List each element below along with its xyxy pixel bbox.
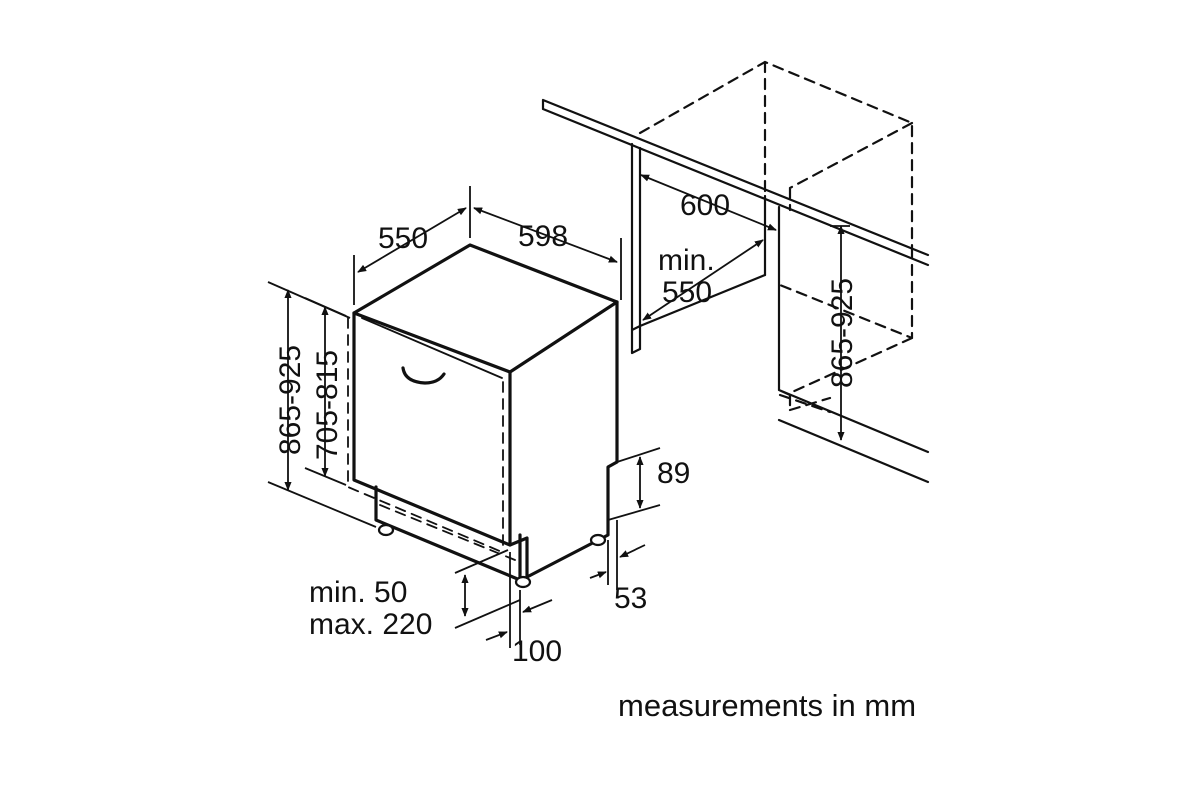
cabinet-below-outline [778,246,914,414]
niche-left-panel [630,142,642,355]
ext-plinth-bottom [607,504,661,521]
door-top-inner [361,317,503,379]
label-niche-depth-line2: 550 [662,276,712,309]
dim-line-niche-width [640,174,777,231]
foot-right [589,533,607,547]
label-door-gap-line2: max. 220 [309,608,432,641]
dim-line-width [473,207,618,263]
label-depth: 550 [378,222,428,255]
label-height-door: 705-815 [311,350,344,460]
worktop [541,98,930,267]
dim-arrow-recess-left [589,571,607,579]
dishwasher-side-step [607,461,618,468]
ext-plinth-top [616,447,661,463]
dishwasher-door [352,311,512,547]
label-niche-width: 600 [680,189,730,222]
plinth-dashed [379,504,516,561]
kitchen-niche [541,60,930,484]
dim-arrow-foot-right [522,599,553,613]
cabinet-above-outline [638,60,914,250]
door-outline-dashed [347,317,504,553]
label-plinth-height: 89 [657,457,690,490]
dim-arrow-recess-right [619,544,646,558]
niche-right-panel [777,205,930,484]
label-foot-offset: 100 [512,635,562,668]
dishwasher-top [352,243,619,374]
label-niche-depth-line1: min. [658,244,715,277]
label-door-gap-line1: min. 50 [309,576,407,609]
units-note: measurements in mm [618,688,916,723]
foot-left [377,523,395,537]
label-height-overall: 865-925 [274,345,307,455]
dim-line-niche-depth [642,239,764,321]
label-plinth-recess: 53 [614,582,647,615]
dim-arrow-foot-left [485,631,508,641]
foot-front [514,575,532,589]
label-niche-height: 865-925 [826,278,859,388]
dishwasher-dimensions [267,186,661,648]
label-width: 598 [518,220,568,253]
dim-line-depth [357,207,467,273]
dishwasher-plinth [374,485,529,582]
dishwasher [347,243,619,589]
ext-height-bottom [267,481,377,528]
door-handle [401,366,446,385]
ext-gap-top [454,549,509,574]
